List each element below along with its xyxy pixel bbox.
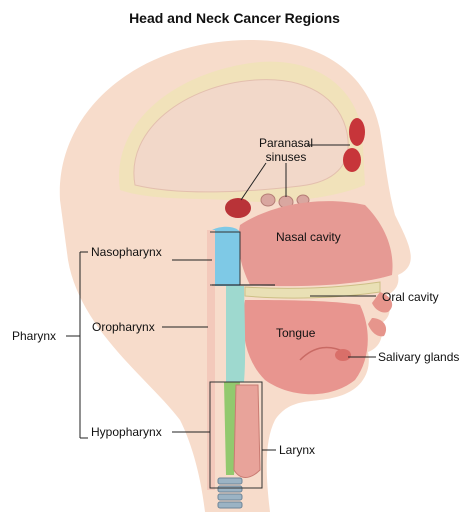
label-nasal-cavity: Nasal cavity [276, 230, 341, 244]
label-paranasal-sinuses: Paranasal sinuses [250, 136, 322, 164]
nasopharynx-region [212, 227, 240, 286]
label-larynx: Larynx [279, 443, 315, 457]
ethmoid-sinus [343, 148, 361, 172]
sphenoid-sinus [225, 198, 251, 218]
label-tongue: Tongue [276, 326, 315, 340]
pharynx-wall [207, 230, 215, 490]
label-sinuses: sinuses [250, 150, 322, 164]
label-oral-cavity: Oral cavity [382, 290, 439, 304]
label-pharynx: Pharynx [12, 329, 56, 343]
label-paranasal: Paranasal [250, 136, 322, 150]
larynx-region [234, 385, 260, 478]
label-oropharynx: Oropharynx [92, 320, 155, 334]
label-hypopharynx: Hypopharynx [91, 425, 162, 439]
label-nasopharynx: Nasopharynx [91, 245, 162, 259]
label-salivary-glands: Salivary glands [378, 350, 459, 364]
oropharynx-region [226, 286, 245, 382]
sinus-cell-1 [261, 194, 275, 206]
frontal-sinus [349, 118, 365, 146]
salivary-gland [335, 349, 351, 361]
